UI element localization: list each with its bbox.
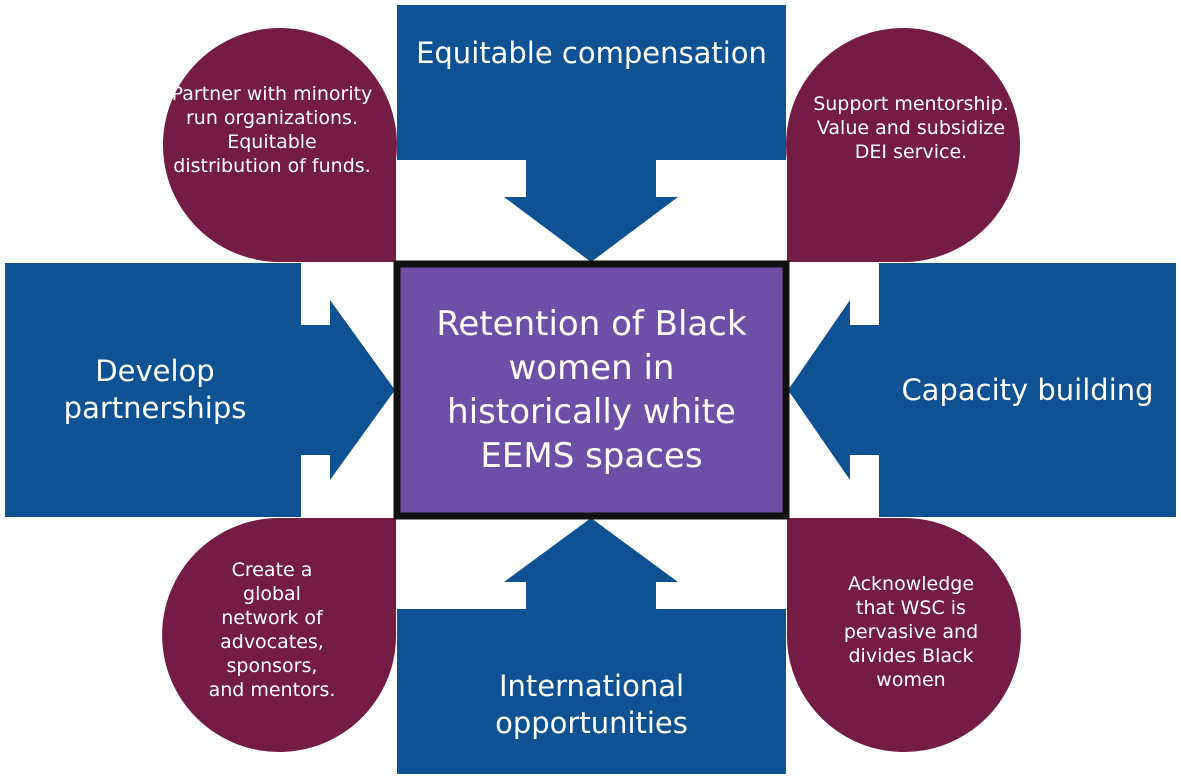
- action-shape-top-right: [786, 28, 1021, 262]
- action-shape-bottom-left: [162, 518, 397, 752]
- strategy-label-right: Capacity building: [879, 330, 1176, 450]
- strategy-arrow-left: [5, 263, 395, 517]
- strategy-left-text: Develop partnerships: [63, 354, 247, 425]
- goal-box: [393, 260, 790, 520]
- action-bottom-right-text: Acknowledge that WSC is pervasive and di…: [843, 573, 979, 691]
- action-label-bottom-right: Acknowledge that WSC is pervasive and di…: [789, 572, 1033, 732]
- action-label-top-left: Partner with minority run organizations.…: [150, 82, 394, 192]
- action-label-bottom-left: Create a global network of advocates, sp…: [150, 558, 394, 738]
- strategy-label-bottom: International opportunities: [397, 655, 786, 755]
- action-bottom-left-text: Create a global network of advocates, sp…: [208, 559, 336, 701]
- strategy-arrow-bottom: [397, 518, 786, 774]
- action-shape-top-left: [162, 28, 397, 263]
- action-shape-bottom-right: [786, 518, 1021, 752]
- strategy-arrow-right: [788, 263, 1176, 517]
- strategy-right-text: Capacity building: [901, 372, 1154, 407]
- action-top-left-text: Partner with minority run organizations.…: [171, 83, 373, 177]
- action-top-right-text: Support mentorship. Value and subsidize …: [813, 93, 1009, 163]
- action-label-top-right: Support mentorship. Value and subsidize …: [789, 92, 1033, 182]
- goal-label: Retention of Black women in historically…: [400, 267, 783, 513]
- strategy-arrow-top: [397, 5, 786, 262]
- strategy-label-top: Equitable compensation: [397, 35, 786, 145]
- strategy-top-text: Equitable compensation: [416, 36, 767, 70]
- strategy-label-left: Develop partnerships: [5, 330, 305, 450]
- goal-text: Retention of Black women in historically…: [436, 304, 747, 476]
- strategy-bottom-text: International opportunities: [495, 669, 688, 740]
